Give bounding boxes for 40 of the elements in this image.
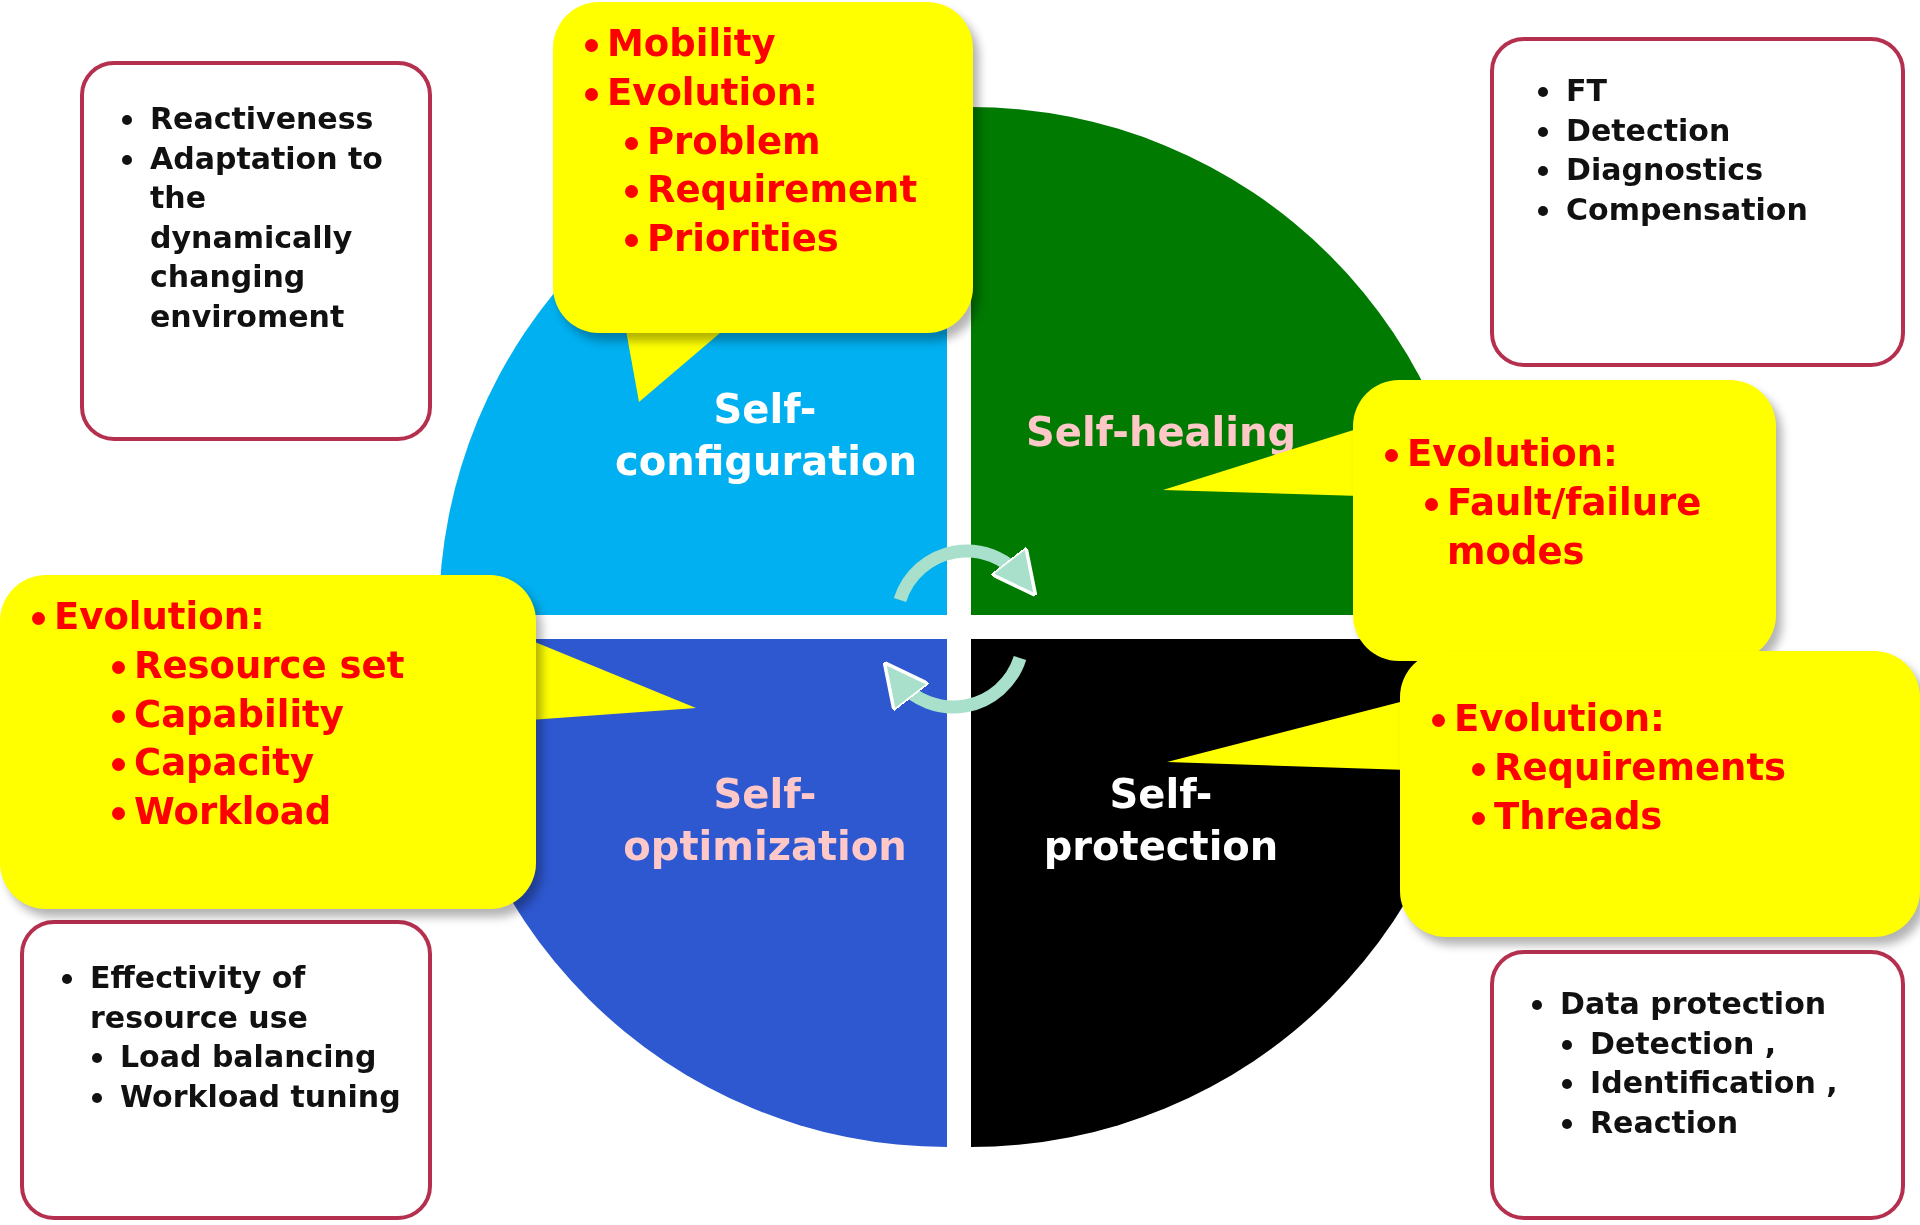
bullet-item: Workload tuning: [88, 1076, 412, 1117]
bullet-item: Effectivity of resource use: [58, 958, 412, 1038]
bullet-item: Fault/failure modes: [1423, 478, 1766, 577]
callout-tooltip: [0, 575, 536, 909]
bullet-item: Requirement: [623, 166, 963, 216]
bullet-item: Adaptation to the dynamically changing enviroment: [118, 138, 412, 337]
bullet-item: Detection: [1534, 110, 1885, 151]
bullet-item: Problem: [623, 117, 963, 167]
bullet-item: Compensation: [1534, 189, 1885, 230]
quadrant-label: Self- configuration: [615, 385, 915, 486]
callout-tooltip: [1353, 380, 1776, 661]
bullet-item: Data protection: [1528, 984, 1885, 1024]
bullet-item: Evolution:: [583, 68, 963, 118]
quadrant-label: Self- protection: [1042, 770, 1280, 871]
text-box: [1490, 950, 1905, 1220]
bullet-item: Detection ,: [1558, 1023, 1885, 1064]
bullet-item: Threads: [1470, 792, 1910, 842]
bullet-item: Evolution:: [1430, 695, 1910, 744]
bullet-item: Identification ,: [1558, 1063, 1885, 1103]
bullet-item: Capacity: [110, 739, 526, 789]
bullet-item: Priorities: [623, 215, 963, 265]
bullet-item: Requirements: [1470, 743, 1910, 793]
bullet-item: Evolution:: [1383, 430, 1766, 479]
callout-tooltip: [1400, 651, 1920, 937]
bullet-item: Diagnostics: [1534, 150, 1885, 190]
bullet-item: Mobility: [583, 20, 963, 69]
text-box: [80, 61, 432, 441]
bullet-item: Resource set: [110, 641, 526, 691]
callout-tooltip: [553, 2, 973, 333]
bullet-item: FT: [1534, 71, 1885, 111]
bullet-item: Workload: [110, 788, 526, 838]
quadrant-label: Self- optimization: [622, 770, 908, 871]
text-box: [1490, 37, 1905, 367]
bullet-item: Capability: [110, 690, 526, 740]
bullet-item: Load balancing: [88, 1037, 412, 1077]
bullet-item: Reactiveness: [118, 99, 412, 139]
bullet-item: Reaction: [1558, 1102, 1885, 1143]
text-box: [20, 920, 432, 1220]
bullet-item: Evolution:: [30, 593, 526, 642]
quadrant-label: Self-healing: [1024, 408, 1298, 457]
